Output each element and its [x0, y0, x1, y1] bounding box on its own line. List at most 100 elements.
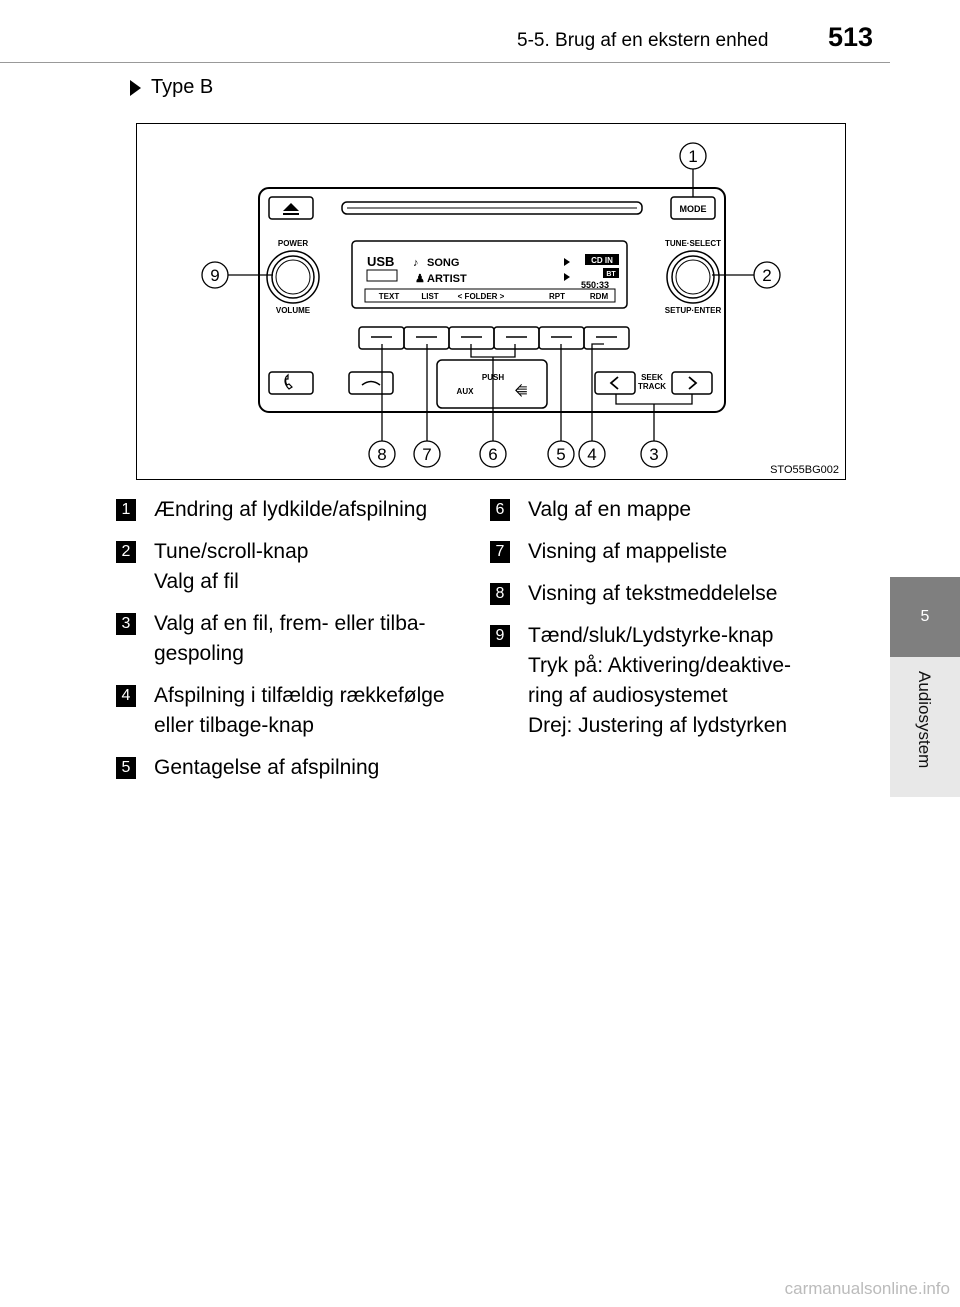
display-screen — [351, 240, 628, 309]
chapter-number: 5 — [920, 608, 930, 625]
callout-number: 8 — [377, 445, 386, 464]
legend-line: Visning af mappeliste — [528, 540, 728, 563]
legend-number-badge: 4 — [116, 685, 136, 707]
legend-line: Valg af en fil, frem- eller tilba- — [154, 612, 426, 635]
softkey-label: TEXT — [379, 292, 400, 301]
tune-select-knob — [666, 250, 720, 304]
legend-text: Afspilning i tilfældig rækkefølge eller t… — [154, 681, 445, 741]
legend-text: Valg af en fil, frem- eller tilba-gespol… — [154, 609, 426, 669]
callout-circle — [479, 440, 507, 468]
callout-leader-lines — [227, 169, 755, 441]
header-divider — [0, 62, 890, 63]
chapter-label: Audiosystem — [915, 671, 934, 769]
volume-label: VOLUME — [276, 306, 311, 315]
watermark: carmanualsonline.info — [784, 1279, 950, 1298]
chapter-label-box: Audiosystem — [890, 657, 960, 797]
callout-circle — [368, 440, 396, 468]
callout-number: 4 — [587, 445, 596, 464]
preset-button-4[interactable] — [493, 326, 540, 350]
legend-number-badge: 3 — [116, 613, 136, 635]
callout-circle — [753, 261, 781, 289]
unit-outline — [258, 187, 726, 413]
legend-number-badge: 8 — [490, 583, 510, 605]
callout-circle — [547, 440, 575, 468]
legend-number-badge: 1 — [116, 499, 136, 521]
legend-item: 5 Gentagelse af afspilning — [116, 753, 476, 783]
callout-number: 1 — [688, 147, 697, 166]
power-volume-knob — [266, 250, 320, 304]
phone-hangup-button — [348, 371, 394, 395]
legend-item: 4 Afspilning i tilfældig rækkefølge eller … — [116, 681, 476, 741]
seek-prev-button — [594, 371, 636, 395]
legend-text: Gentagelse af afspilning — [154, 753, 379, 783]
svg-text:TRACK: TRACK — [638, 382, 666, 391]
legend-text: Valg af en mappe — [528, 495, 691, 525]
page-number: 513 — [828, 22, 874, 52]
legend-number-badge: 2 — [116, 541, 136, 563]
display-song: SONG — [427, 257, 459, 269]
svg-text:CD IN: CD IN — [591, 256, 613, 265]
triangle-bullet-icon — [130, 79, 141, 96]
preset-buttons — [358, 326, 630, 350]
cd-in-badge — [585, 254, 619, 265]
seek-next-button — [671, 371, 713, 395]
preset-button-6[interactable] — [583, 326, 630, 350]
phone-pickup-button — [268, 371, 314, 395]
legend-line: eller tilbage-knap — [154, 714, 314, 737]
legend-line: Visning af tekstmeddelelse — [528, 582, 778, 605]
legend-text: Visning af mappeliste — [528, 537, 727, 567]
legend-item: 3 Valg af en fil, frem- eller tilba-gespo… — [116, 609, 476, 669]
callout-number: 7 — [422, 445, 431, 464]
callout-number: 9 — [210, 266, 219, 285]
legend-line: Tryk på: Aktivering/deaktive- — [528, 654, 791, 677]
legend-line: Afspilning i tilfældig rækkefølge — [154, 684, 445, 707]
usb-aux-port-cover — [436, 359, 548, 409]
callout-number: 6 — [488, 445, 497, 464]
figure-code: STO55BG002 — [770, 464, 839, 476]
legend-number-badge: 9 — [490, 625, 510, 647]
legend-number-badge: 6 — [490, 499, 510, 521]
display-artist: ARTIST — [427, 273, 467, 285]
softkey-label: LIST — [421, 292, 438, 301]
legend-number-badge: 7 — [490, 541, 510, 563]
cd-slot — [341, 201, 643, 215]
callout-circle — [201, 261, 229, 289]
legend-left-column: 1 Ændring af lydkilde/afspilning 2 Tune/scr… — [116, 495, 476, 795]
type-heading-text: Type B — [151, 76, 214, 98]
legend-line: Ændring af lydkilde/afspilning — [154, 498, 428, 521]
softkey-label: RPT — [549, 292, 565, 301]
audio-unit-figure: MODE POWER VOLUME TUNE·SELECT SETUP·ENTE… — [136, 123, 846, 480]
legend-line: Valg af fil — [154, 570, 239, 593]
legend-line: Drej: Justering af lydstyrken — [528, 714, 788, 737]
svg-text:♟: ♟ — [415, 273, 425, 285]
legend-number-badge: 5 — [116, 757, 136, 779]
legend-item: 7 Visning af mappeliste — [490, 537, 840, 567]
legend-item: 6 Valg af en mappe — [490, 495, 840, 525]
softkey-label: RDM — [590, 292, 609, 301]
bt-badge — [603, 268, 619, 278]
section-title: 5-5. Brug af en ekstern enhed — [517, 30, 769, 51]
eject-icon — [283, 203, 299, 211]
chapter-tab[interactable]: 5 — [890, 577, 960, 657]
callout-circle — [578, 440, 606, 468]
svg-text:BT: BT — [606, 271, 616, 278]
legend-right-column: 6 Valg af en mappe 7 Visning af mappeliste 8… — [490, 495, 840, 753]
svg-text:AUX: AUX — [457, 387, 475, 396]
legend-item: 8 Visning af tekstmeddelelse — [490, 579, 840, 609]
legend-line: Gentagelse af afspilning — [154, 756, 380, 779]
callout-circle — [640, 440, 668, 468]
display-source: USB — [367, 254, 394, 269]
type-heading: Type B — [130, 76, 213, 99]
callout-number: 5 — [556, 445, 565, 464]
callout-number: 2 — [762, 266, 771, 285]
tune-select-label: TUNE·SELECT — [665, 239, 721, 248]
power-label: POWER — [278, 239, 308, 248]
legend-item: 1 Ændring af lydkilde/afspilning — [116, 495, 476, 525]
legend-line: Valg af en mappe — [528, 498, 692, 521]
